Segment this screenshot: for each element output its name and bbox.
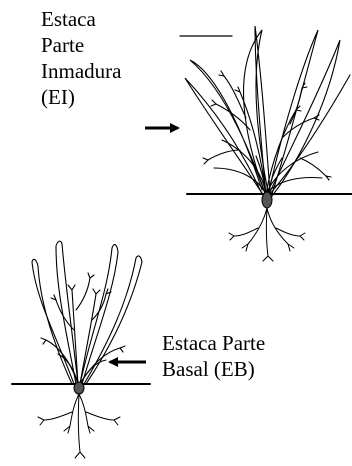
immature-plant-illustration: [180, 26, 352, 261]
basal-plant-illustration: [12, 241, 150, 458]
